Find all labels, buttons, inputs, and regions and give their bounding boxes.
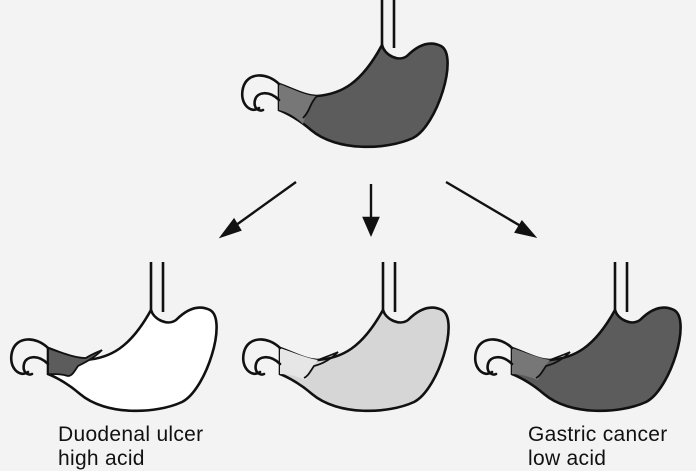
arrows: [222, 182, 534, 236]
caption-right-line1: Gastric cancer: [528, 423, 668, 447]
stomach-top: [242, 0, 447, 147]
arrow-left: [222, 182, 296, 236]
arrow-right: [446, 182, 534, 236]
caption-duodenal-ulcer: Duodenal ulcer high acid: [58, 423, 203, 471]
caption-right-line2: low acid: [528, 447, 668, 471]
caption-gastric-cancer: Gastric cancer low acid: [528, 423, 668, 471]
stomach-left: [11, 262, 216, 411]
stomach-right: [475, 262, 680, 411]
caption-left-line1: Duodenal ulcer: [58, 423, 203, 447]
stomach-center: [243, 262, 448, 411]
arrow-center: [364, 184, 378, 234]
caption-left-line2: high acid: [58, 447, 203, 471]
